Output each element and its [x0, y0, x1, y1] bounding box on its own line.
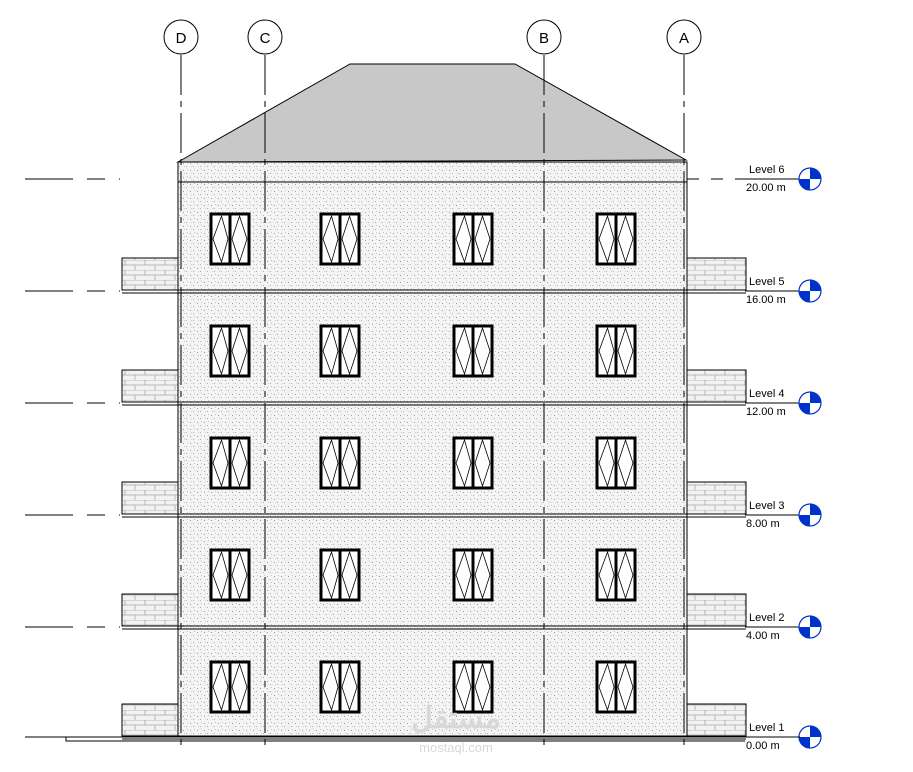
- level-marker-4[interactable]: Level 4 12.00 m: [25, 388, 822, 418]
- ground-slab: [65, 737, 745, 742]
- level-elevation: 20.00 m: [746, 182, 786, 194]
- grid-label: C: [260, 30, 271, 47]
- level-marker-2[interactable]: Level 2 4.00 m: [25, 612, 822, 642]
- window: [319, 436, 361, 490]
- watermark-text: mostaql.com: [419, 740, 493, 755]
- level-marker-6[interactable]: Level 6 20.00 m: [25, 164, 822, 194]
- level-elevation: 8.00 m: [746, 518, 780, 530]
- window: [452, 212, 494, 266]
- watermark-logo: مستقل: [411, 702, 501, 735]
- level-name: Level 6: [749, 164, 784, 176]
- brick-parapet-left: [121, 369, 179, 403]
- level-marker-3[interactable]: Level 3 8.00 m: [25, 500, 822, 530]
- level-target-icon[interactable]: [798, 391, 822, 415]
- grid-label: D: [176, 30, 187, 47]
- level-marker-1[interactable]: Level 1 0.00 m: [25, 722, 822, 752]
- grid-bubble[interactable]: [247, 19, 283, 55]
- window: [452, 324, 494, 378]
- brick-parapet-right: [686, 257, 747, 291]
- window: [452, 548, 494, 602]
- window: [319, 212, 361, 266]
- roof: [176, 63, 688, 163]
- brick-parapet-left: [121, 593, 179, 627]
- brick-parapet-right: [686, 481, 747, 515]
- grid-label: A: [679, 30, 689, 47]
- brick-parapet-left: [121, 257, 179, 291]
- level-target-icon[interactable]: [798, 725, 822, 749]
- window: [452, 436, 494, 490]
- window: [209, 548, 251, 602]
- grid-bubble[interactable]: [163, 19, 199, 55]
- grid-bubble[interactable]: [526, 19, 562, 55]
- window: [595, 660, 637, 714]
- brick-parapet-left: [121, 703, 179, 737]
- level-target-icon[interactable]: [798, 503, 822, 527]
- window: [209, 436, 251, 490]
- level-marker-5[interactable]: Level 5 16.00 m: [25, 276, 822, 306]
- level-target-icon[interactable]: [798, 279, 822, 303]
- grid-line-c[interactable]: C: [247, 19, 283, 745]
- grid-bubble[interactable]: [666, 19, 702, 55]
- brick-parapet-left: [121, 481, 179, 515]
- level-name: Level 1: [749, 722, 784, 734]
- grid-line-b[interactable]: B: [526, 19, 562, 745]
- level-name: Level 3: [749, 500, 784, 512]
- brick-parapet-right: [686, 703, 747, 737]
- level-elevation: 4.00 m: [746, 630, 780, 642]
- level-target-icon[interactable]: [798, 167, 822, 191]
- level-name: Level 4: [749, 388, 784, 400]
- grid-line-d[interactable]: D: [163, 19, 199, 745]
- window: [319, 324, 361, 378]
- level-elevation: 0.00 m: [746, 740, 780, 752]
- level-name: Level 5: [749, 276, 784, 288]
- grid-label: B: [539, 30, 549, 47]
- window: [595, 548, 637, 602]
- level-elevation: 16.00 m: [746, 294, 786, 306]
- level-name: Level 2: [749, 612, 784, 624]
- grid-line-a[interactable]: A: [666, 19, 702, 745]
- window: [319, 548, 361, 602]
- window: [209, 212, 251, 266]
- window: [452, 660, 494, 714]
- brick-parapet-right: [686, 593, 747, 627]
- brick-parapet-right: [686, 369, 747, 403]
- window: [319, 660, 361, 714]
- window: [595, 212, 637, 266]
- window: [209, 324, 251, 378]
- window: [595, 436, 637, 490]
- window: [595, 324, 637, 378]
- level-target-icon[interactable]: [798, 615, 822, 639]
- window: [209, 660, 251, 714]
- level-elevation: 12.00 m: [746, 406, 786, 418]
